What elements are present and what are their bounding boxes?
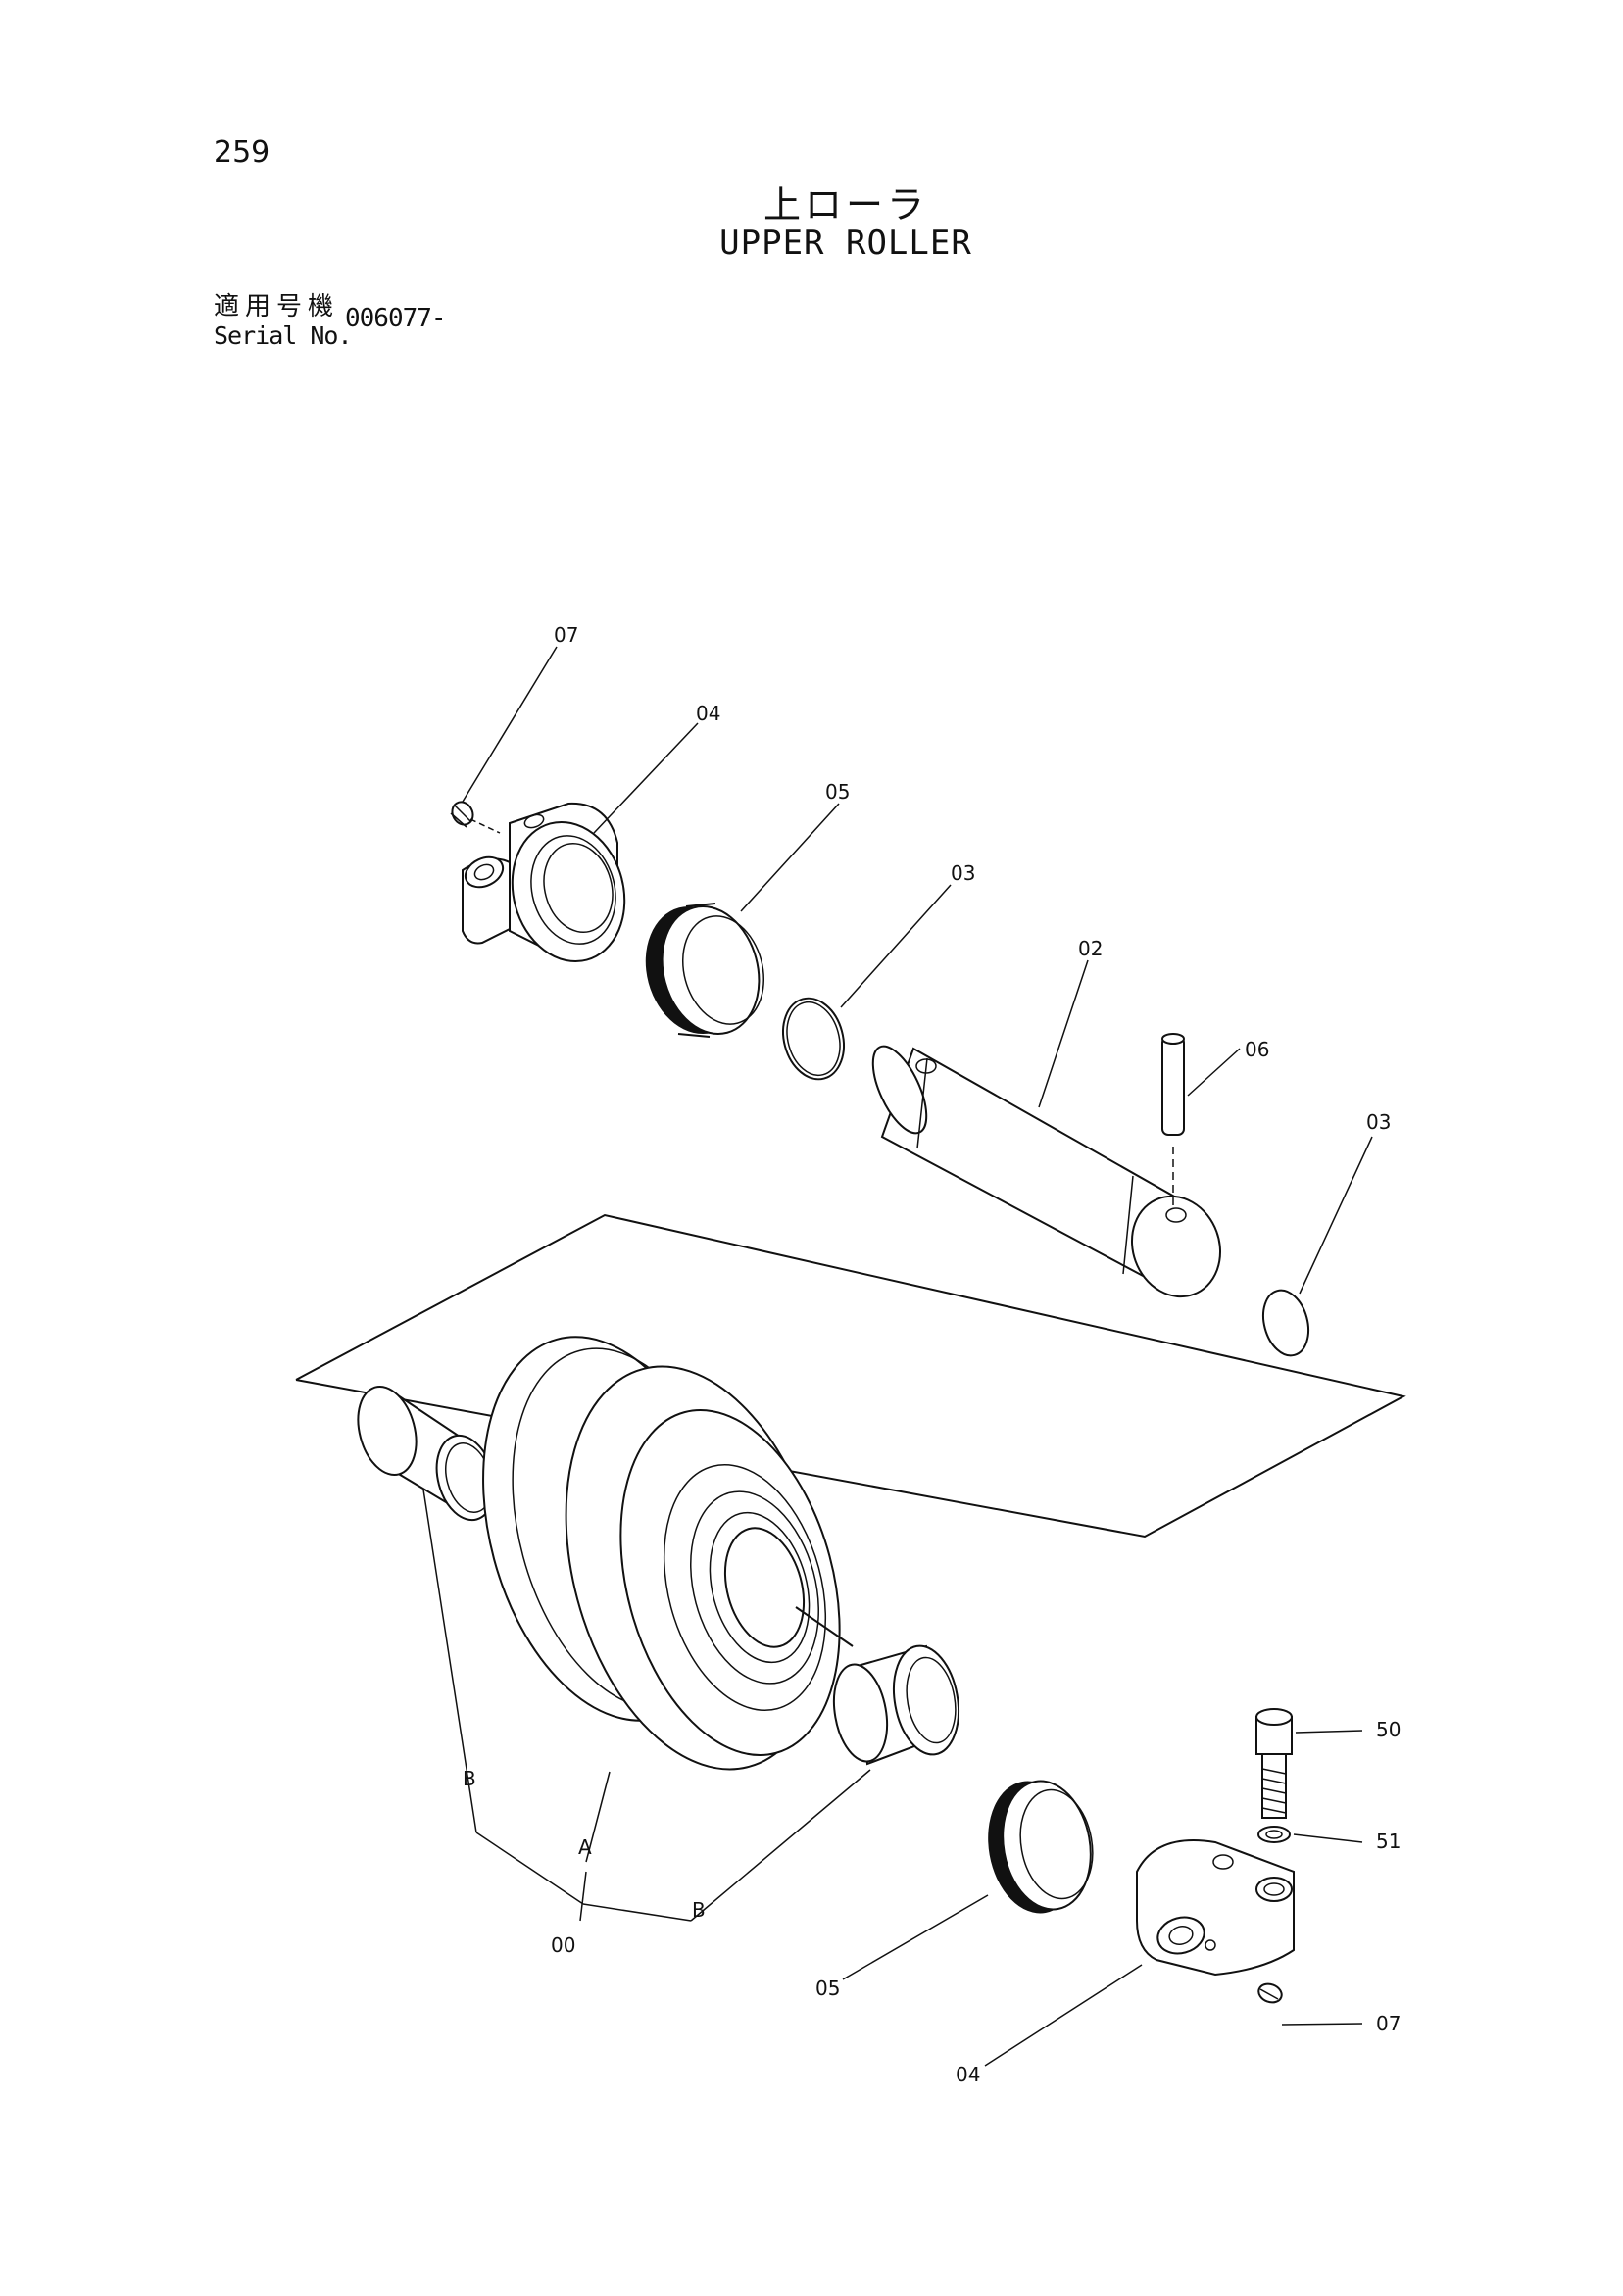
part-03-o-ring-right <box>1261 1289 1310 1357</box>
callout-03-right: 03 <box>1366 1110 1391 1134</box>
part-bushing-left <box>357 1385 496 1522</box>
page-title: UPPER ROLLER <box>719 223 972 263</box>
callout-06: 06 <box>1245 1038 1269 1061</box>
part-roller-body <box>482 1336 854 1771</box>
part-04-bracket-bottom <box>1136 1839 1295 1977</box>
part-05-seal-bottom <box>988 1780 1094 1914</box>
callout-50: 50 <box>1376 1718 1401 1741</box>
callout-leader-lines <box>422 646 1373 2067</box>
page-title-japanese: 上ローラ <box>762 183 928 226</box>
part-07-plug-bottom <box>1257 1982 1283 2004</box>
part-07-plug-top <box>450 801 501 834</box>
callout-02: 02 <box>1078 937 1103 960</box>
part-05-seal-top <box>645 903 765 1038</box>
callout-51: 51 <box>1376 1830 1401 1853</box>
part-02-shaft <box>871 1045 1222 1298</box>
callout-04-bottom: 04 <box>956 2063 980 2086</box>
callout-03-top: 03 <box>951 861 975 885</box>
callout-A: A <box>578 1835 592 1859</box>
callout-00: 00 <box>551 1933 575 1957</box>
callout-05-top: 05 <box>825 780 850 804</box>
callout-07-bottom: 07 <box>1376 2012 1401 2035</box>
callout-05-bottom: 05 <box>815 1977 840 2000</box>
part-50-bolt <box>1255 1708 1293 1819</box>
serial-label: Serial No. <box>214 321 353 350</box>
part-51-washer <box>1257 1826 1291 1843</box>
callout-B-left: B <box>463 1767 476 1790</box>
serial-number-value: 006077- <box>345 304 447 333</box>
assembly-reference-frame <box>295 1213 1406 1539</box>
part-06-pin <box>1161 1033 1185 1210</box>
part-04-bracket-top <box>462 802 626 963</box>
callout-labels: 07 04 05 03 02 06 03 50 51 07 04 05 B A … <box>463 623 1401 2086</box>
callout-07-top: 07 <box>554 623 578 647</box>
part-03-o-ring-top <box>782 997 845 1081</box>
callout-B-mid: B <box>692 1898 706 1922</box>
callout-04-top: 04 <box>696 702 720 725</box>
page-number: 259 <box>214 135 270 170</box>
part-bushing-right <box>832 1644 959 1766</box>
serial-label-japanese: 適用号機 <box>214 292 340 321</box>
